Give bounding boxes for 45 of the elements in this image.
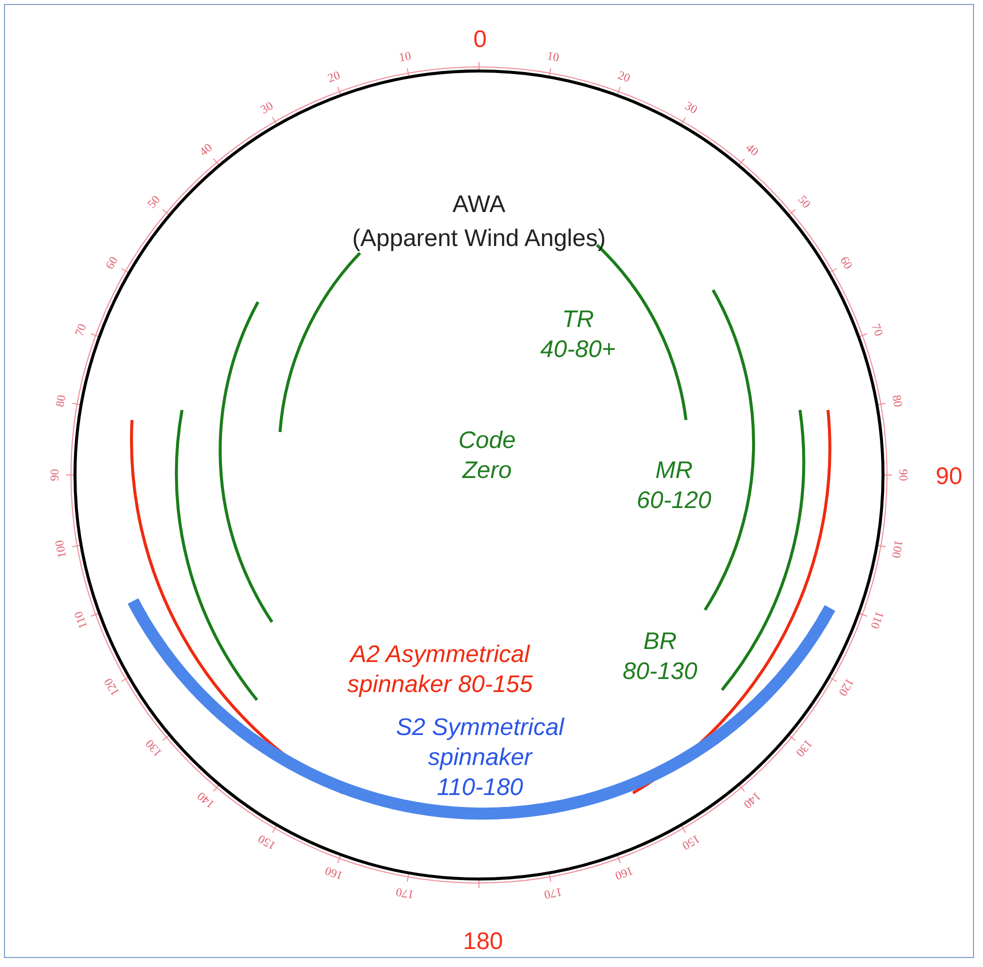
- angle-label: 30: [258, 98, 276, 118]
- angle-label: 40: [197, 140, 216, 160]
- angle-label: 50: [144, 193, 164, 212]
- angle-label: 140: [194, 788, 218, 812]
- angle-label: 130: [142, 736, 166, 760]
- angle-label: 50: [794, 193, 814, 212]
- angle-label: 180: [462, 928, 504, 956]
- angle-label: 80: [888, 394, 905, 409]
- angle-label: 70: [71, 322, 90, 338]
- angle-label: 20: [616, 67, 632, 86]
- angle-label: 170: [395, 884, 416, 902]
- angle-label: 90: [896, 469, 910, 481]
- angle-label: 130: [792, 736, 816, 760]
- angle-label: 140: [740, 788, 764, 812]
- angle-label: 30: [682, 98, 700, 118]
- angle-label: 110: [867, 609, 888, 631]
- angle-label: 170: [542, 884, 563, 902]
- angle-label: 10: [545, 49, 560, 66]
- angle-label: 10: [398, 49, 413, 66]
- angle-label: 40: [742, 140, 761, 160]
- sail-range-label: BR 80-130: [622, 627, 698, 687]
- angle-label: 60: [102, 254, 122, 272]
- angle-label: 150: [255, 831, 279, 854]
- sail-range-label: Code Zero: [457, 426, 517, 486]
- sail-range-label: S2 Symmetrical spinnaker 110-180: [394, 713, 566, 803]
- angle-label: 160: [613, 863, 636, 884]
- angle-label: 70: [868, 322, 887, 338]
- angle-label: 150: [679, 831, 703, 854]
- angle-label: 80: [53, 394, 70, 409]
- sail-range-label: TR 40-80+: [539, 305, 617, 365]
- angle-label: 120: [835, 675, 858, 699]
- angle-label: 60: [836, 254, 856, 272]
- sail-range-label: MR 60-120: [636, 456, 712, 516]
- sail-range-label: A2 Asymmetrical spinnaker 80-155: [346, 640, 534, 700]
- angle-label: 100: [52, 538, 70, 559]
- angle-label: 100: [888, 538, 906, 559]
- angle-label: 0: [473, 26, 487, 54]
- chart-title: AWA: [452, 191, 506, 219]
- angle-label: 20: [326, 67, 342, 86]
- angle-label: 120: [100, 675, 123, 699]
- angle-label: 90: [48, 469, 62, 481]
- angle-label: 160: [322, 863, 345, 884]
- chart-subtitle: (Apparent Wind Angles): [352, 225, 606, 253]
- angle-label: 110: [70, 609, 91, 631]
- angle-label: 90: [936, 463, 962, 491]
